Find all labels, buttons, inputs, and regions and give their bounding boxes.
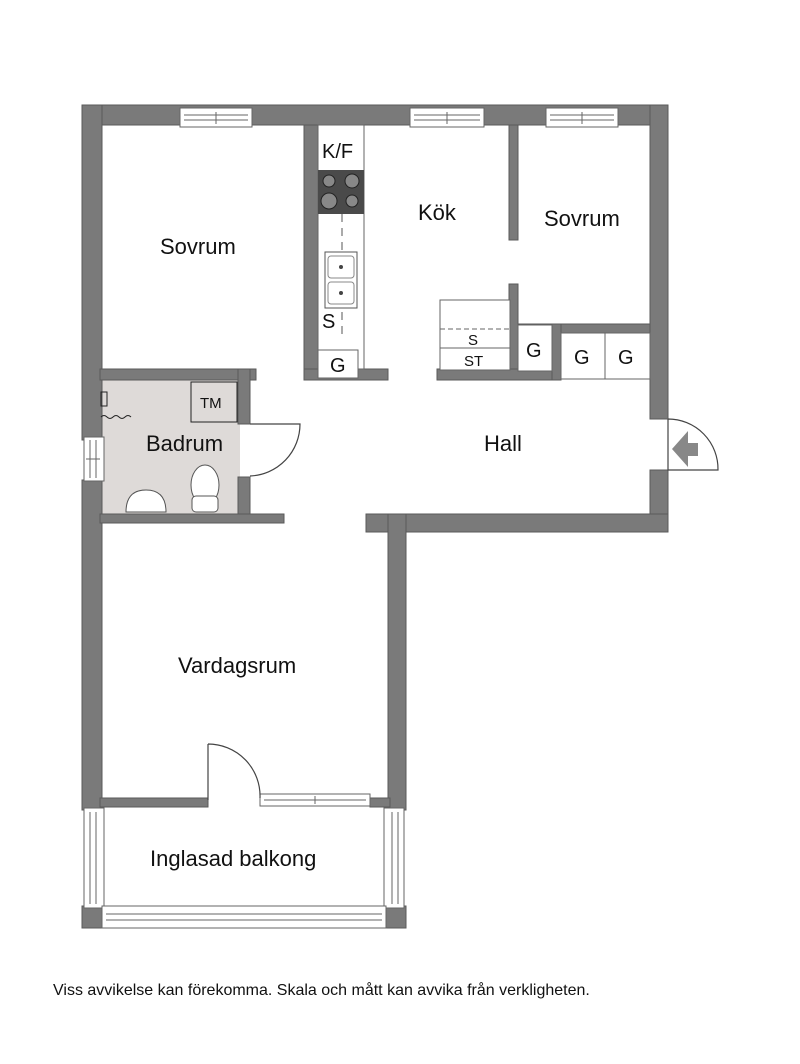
stove-burner xyxy=(322,174,336,188)
room-label-vardagsrum: Vardagsrum xyxy=(178,653,296,678)
stove-burner xyxy=(320,192,338,210)
room-label-sovrum: Sovrum xyxy=(160,234,236,259)
room-label-balkong: Inglasad balkong xyxy=(150,846,316,871)
hall-cabinets xyxy=(439,299,651,380)
washing-machine xyxy=(190,381,238,423)
disclaimer-note: Viss avvikelse kan förekomma. Skala och … xyxy=(53,982,590,999)
room-label-badrum: Badrum xyxy=(146,431,223,456)
doors xyxy=(207,418,719,800)
entrance-arrow-icon xyxy=(672,431,698,467)
fridge-freezer-label: K/F xyxy=(322,141,353,163)
sink-icon xyxy=(125,489,167,513)
closet-label: G xyxy=(618,347,634,369)
cabinet-s-label: S xyxy=(468,332,478,349)
closet-label: G xyxy=(526,340,542,362)
room-label-sovrum: Sovrum xyxy=(544,206,620,231)
kitchen-counter: K/F S G xyxy=(317,124,365,379)
walls xyxy=(81,104,669,929)
stove-burner xyxy=(345,194,359,208)
washing-machine-label: TM xyxy=(200,395,222,412)
shower-icon xyxy=(100,391,132,419)
room-label-hall: Hall xyxy=(484,431,522,456)
toilet-icon xyxy=(190,464,220,513)
closet-label: G xyxy=(574,347,590,369)
sink-label: S xyxy=(322,311,335,333)
stove-burner xyxy=(344,173,360,189)
windows xyxy=(83,107,619,929)
closet-label: G xyxy=(330,355,346,377)
room-label-kok: Kök xyxy=(418,200,457,225)
cabinet-st-label: ST xyxy=(464,353,483,370)
